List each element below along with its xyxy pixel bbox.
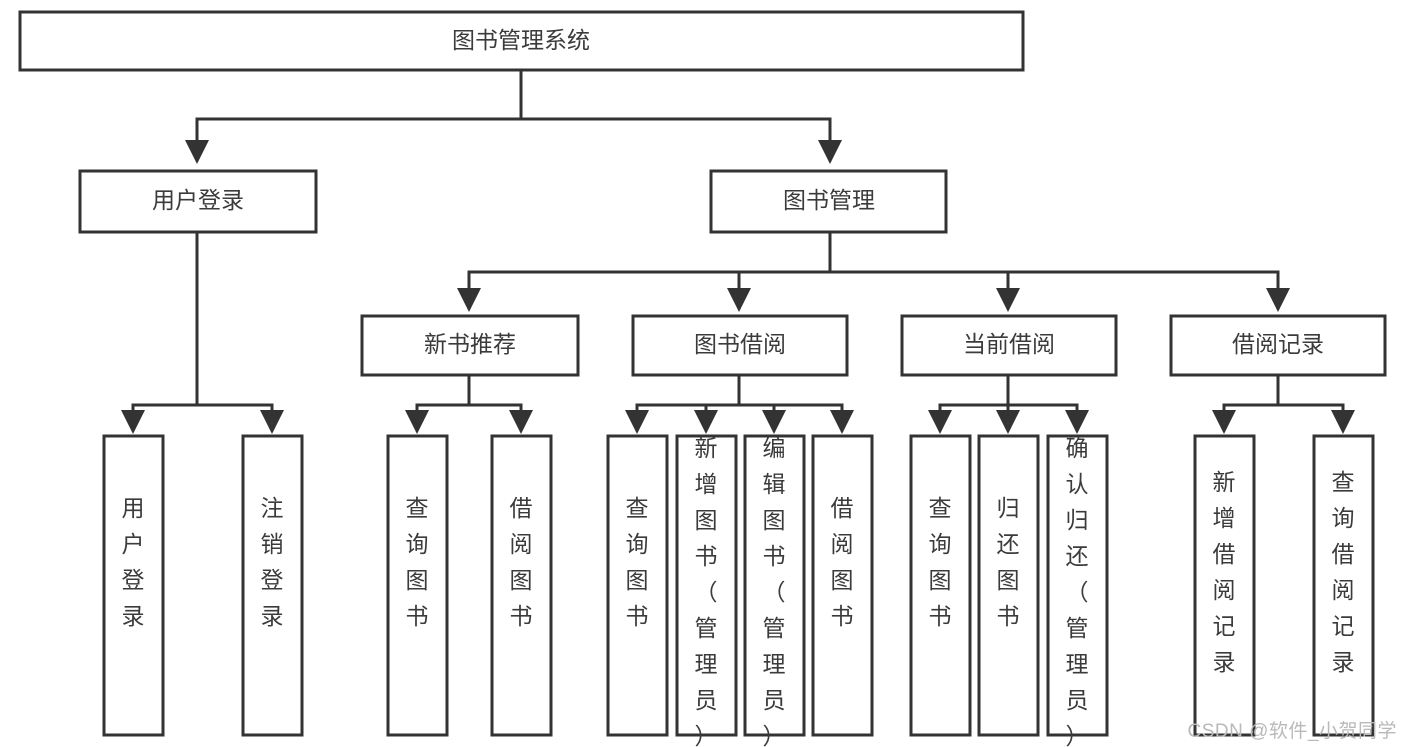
node-leaf-borrow-add-book[interactable]: 新增图书（管理员） xyxy=(675,434,738,747)
node-root-label: 图书管理系统 xyxy=(452,27,590,53)
node-leaf-user-login[interactable]: 用户登录 xyxy=(102,434,165,737)
node-leaf-logout[interactable]: 注销登录 xyxy=(241,434,304,737)
node-book-borrow-label: 图书借阅 xyxy=(694,331,786,357)
node-leaf-current-return-book-label: 归还图书 xyxy=(997,495,1020,629)
node-leaf-borrow-edit-book[interactable]: 编辑图书（管理员） xyxy=(743,434,806,747)
node-current-borrow-label: 当前借阅 xyxy=(963,331,1055,357)
node-leaf-recommend-query-book-label: 查询图书 xyxy=(406,495,429,629)
node-book-management-label: 图书管理 xyxy=(783,187,875,213)
node-new-book-recommend-label: 新书推荐 xyxy=(424,331,516,357)
node-leaf-recommend-borrow-book[interactable]: 借阅图书 xyxy=(490,434,553,737)
node-borrow-record[interactable]: 借阅记录 xyxy=(1169,314,1387,377)
node-leaf-borrow-query-book[interactable]: 查询图书 xyxy=(606,434,669,737)
node-leaf-borrow-query-book-label: 查询图书 xyxy=(626,495,649,629)
node-leaf-current-query-book[interactable]: 查询图书 xyxy=(909,434,972,737)
node-leaf-borrow-add-book-label: 新增图书（管理员） xyxy=(695,435,718,747)
node-book-management[interactable]: 图书管理 xyxy=(709,169,948,234)
node-leaf-current-confirm-return[interactable]: 确认归还（管理员） xyxy=(1046,434,1109,747)
node-book-borrow[interactable]: 图书借阅 xyxy=(631,314,849,377)
node-leaf-record-query[interactable]: 查询借阅记录 xyxy=(1312,434,1375,737)
node-current-borrow[interactable]: 当前借阅 xyxy=(900,314,1118,377)
connector-record-to-leaves xyxy=(1212,373,1355,434)
node-leaf-borrow-borrow-book-label: 借阅图书 xyxy=(831,495,854,629)
connector-userlogin-to-leaves xyxy=(121,230,284,434)
connector-current-to-leaves xyxy=(928,373,1089,434)
node-leaf-current-confirm-return-label: 确认归还（管理员） xyxy=(1066,435,1089,747)
node-user-login[interactable]: 用户登录 xyxy=(78,169,318,234)
connector-borrow-to-leaves xyxy=(625,373,854,434)
node-new-book-recommend[interactable]: 新书推荐 xyxy=(360,314,580,377)
node-leaf-record-add[interactable]: 新增借阅记录 xyxy=(1193,434,1256,737)
node-leaf-user-login-label: 用户登录 xyxy=(122,495,145,629)
node-leaf-borrow-edit-book-label: 编辑图书（管理员） xyxy=(763,435,786,747)
node-user-login-label: 用户登录 xyxy=(152,187,244,213)
node-borrow-record-label: 借阅记录 xyxy=(1232,331,1324,357)
connector-recommend-to-leaves xyxy=(405,373,533,434)
connector-bookmgmt-to-level3 xyxy=(457,230,1290,312)
node-leaf-record-query-label: 查询借阅记录 xyxy=(1332,469,1355,675)
node-leaf-logout-label: 注销登录 xyxy=(261,495,284,629)
node-leaf-recommend-borrow-book-label: 借阅图书 xyxy=(510,495,533,629)
node-leaf-current-query-book-label: 查询图书 xyxy=(929,495,952,629)
node-root[interactable]: 图书管理系统 xyxy=(18,10,1025,72)
connector-root-to-level2 xyxy=(185,68,842,164)
node-leaf-current-return-book[interactable]: 归还图书 xyxy=(977,434,1040,737)
node-leaf-recommend-query-book[interactable]: 查询图书 xyxy=(386,434,449,737)
node-leaf-record-add-label: 新增借阅记录 xyxy=(1213,469,1236,675)
node-leaf-borrow-borrow-book[interactable]: 借阅图书 xyxy=(811,434,874,737)
